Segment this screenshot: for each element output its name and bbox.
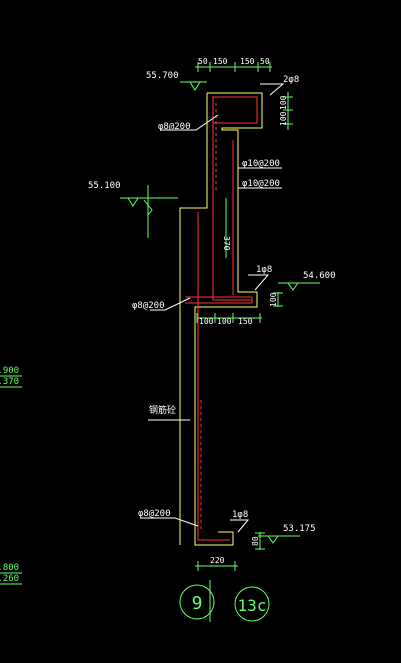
rebar-ledge-stirrup: φ8@200	[132, 301, 165, 311]
dim-top-1: 50	[198, 57, 208, 66]
dim-bottom-height: 80	[251, 536, 260, 546]
rebar-top-right: 2φ8	[283, 75, 299, 85]
rebar	[185, 96, 258, 541]
dim-bottom-width: 220	[210, 556, 225, 565]
axis-bubble-1	[179, 584, 215, 620]
dim-lower-2: 100	[217, 317, 232, 326]
elevation-slab: 54.600	[303, 271, 336, 281]
dim-ledge-height: 100	[269, 292, 278, 307]
elevation-bottom: 53.175	[283, 524, 316, 534]
elevation-labels: 55.700 55.100 54.600 53.175	[88, 71, 336, 534]
elevation-top: 55.700	[146, 71, 179, 81]
elevation-upper-left: 55.100	[88, 181, 121, 191]
elevation-left-1b: 9.370	[0, 377, 19, 387]
dimension-lines	[120, 62, 320, 622]
rebar-bottom-stirrup: φ8@200	[138, 509, 171, 519]
dim-top-height-2: 100	[279, 111, 288, 126]
rebar-mid-2: φ10@200	[242, 179, 280, 189]
left-edge-elevations: 2.900 9.370 8.800 8.260	[0, 366, 19, 584]
elevation-left-2b: 8.260	[0, 574, 19, 584]
dim-top-4: 50	[260, 57, 270, 66]
dim-lower-1: 100	[199, 317, 214, 326]
concrete-outline	[179, 92, 263, 546]
vertical-dimension-text: 100 100 370 100 80	[222, 95, 288, 546]
rebar-mid-1: φ10@200	[242, 159, 280, 169]
dim-mid-height: 370	[222, 236, 231, 251]
wall-note: 钢筋砼	[149, 404, 176, 416]
rebar-bottom-bar: 1φ8	[232, 510, 248, 520]
leader-lines	[140, 83, 285, 533]
dim-top-2: 150	[213, 57, 228, 66]
dim-top-height-1: 100	[279, 95, 288, 110]
rebar-top-stirrup: φ8@200	[158, 122, 191, 132]
elevation-left-2a: 8.800	[0, 563, 19, 573]
dimension-text: 50 150 150 50 100 100 150 220	[198, 57, 270, 565]
left-edge-underlines	[0, 375, 22, 585]
rebar-ledge-bar: 1φ8	[256, 265, 272, 275]
axis-bubble-2	[234, 586, 270, 622]
axis-bubbles: 9 13c	[179, 584, 270, 622]
dim-top-3: 150	[240, 57, 255, 66]
rebar-callouts: 2φ8 φ8@200 φ10@200 φ10@200 1φ8 φ8@200 钢筋…	[132, 75, 299, 520]
elevation-left-1a: 2.900	[0, 366, 19, 376]
axis-label-1: 9	[192, 593, 203, 614]
dim-lower-3: 150	[238, 317, 253, 326]
axis-label-2: 13c	[238, 596, 267, 615]
